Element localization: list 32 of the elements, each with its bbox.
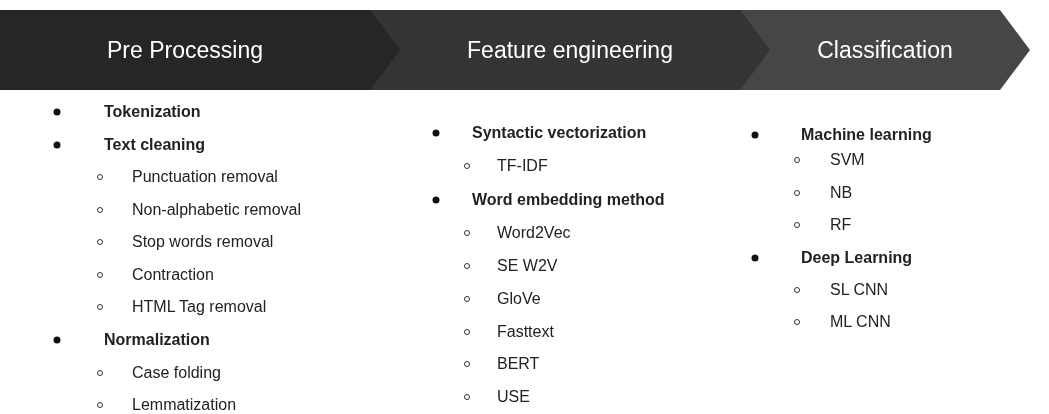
list-item: Punctuation removal — [132, 168, 278, 186]
list-item: SL CNN — [830, 281, 889, 299]
chevron-step — [0, 10, 400, 90]
list-item: SVM — [830, 151, 865, 169]
list-item: SE W2V — [497, 257, 558, 275]
list-heading: Word embedding method — [472, 191, 665, 209]
step-title: Classification — [816, 36, 954, 65]
list-item: NB — [830, 184, 853, 202]
list-item: Fasttext — [497, 323, 554, 341]
list-item: GloVe — [497, 290, 541, 308]
list-item: ML CNN — [830, 313, 891, 331]
step-title: Feature engineering — [466, 36, 674, 65]
list-heading: Syntactic vectorization — [472, 124, 647, 142]
list-item: RF — [830, 216, 852, 234]
list-item: USE — [497, 388, 530, 406]
list-item: TF-IDF — [497, 157, 548, 175]
list-heading: Text cleaning — [104, 136, 206, 154]
list-heading: Normalization — [104, 331, 210, 349]
list-item: Contraction — [132, 266, 214, 284]
list-item: Word2Vec — [497, 224, 571, 242]
list-item: BERT — [497, 355, 540, 373]
list-heading: Tokenization — [104, 103, 201, 121]
chevron-step — [740, 10, 1030, 90]
list-item: Stop words removal — [132, 233, 274, 251]
step-title: Pre Processing — [106, 36, 264, 65]
list-heading: Machine learning — [801, 126, 932, 144]
list-item: Non-alphabetic removal — [132, 201, 301, 219]
list-heading: Deep Learning — [801, 249, 913, 267]
list-item: Case folding — [132, 364, 221, 382]
list-item: Lemmatization — [132, 396, 237, 414]
chevron-step — [370, 10, 770, 90]
list-item: HTML Tag removal — [132, 298, 267, 316]
